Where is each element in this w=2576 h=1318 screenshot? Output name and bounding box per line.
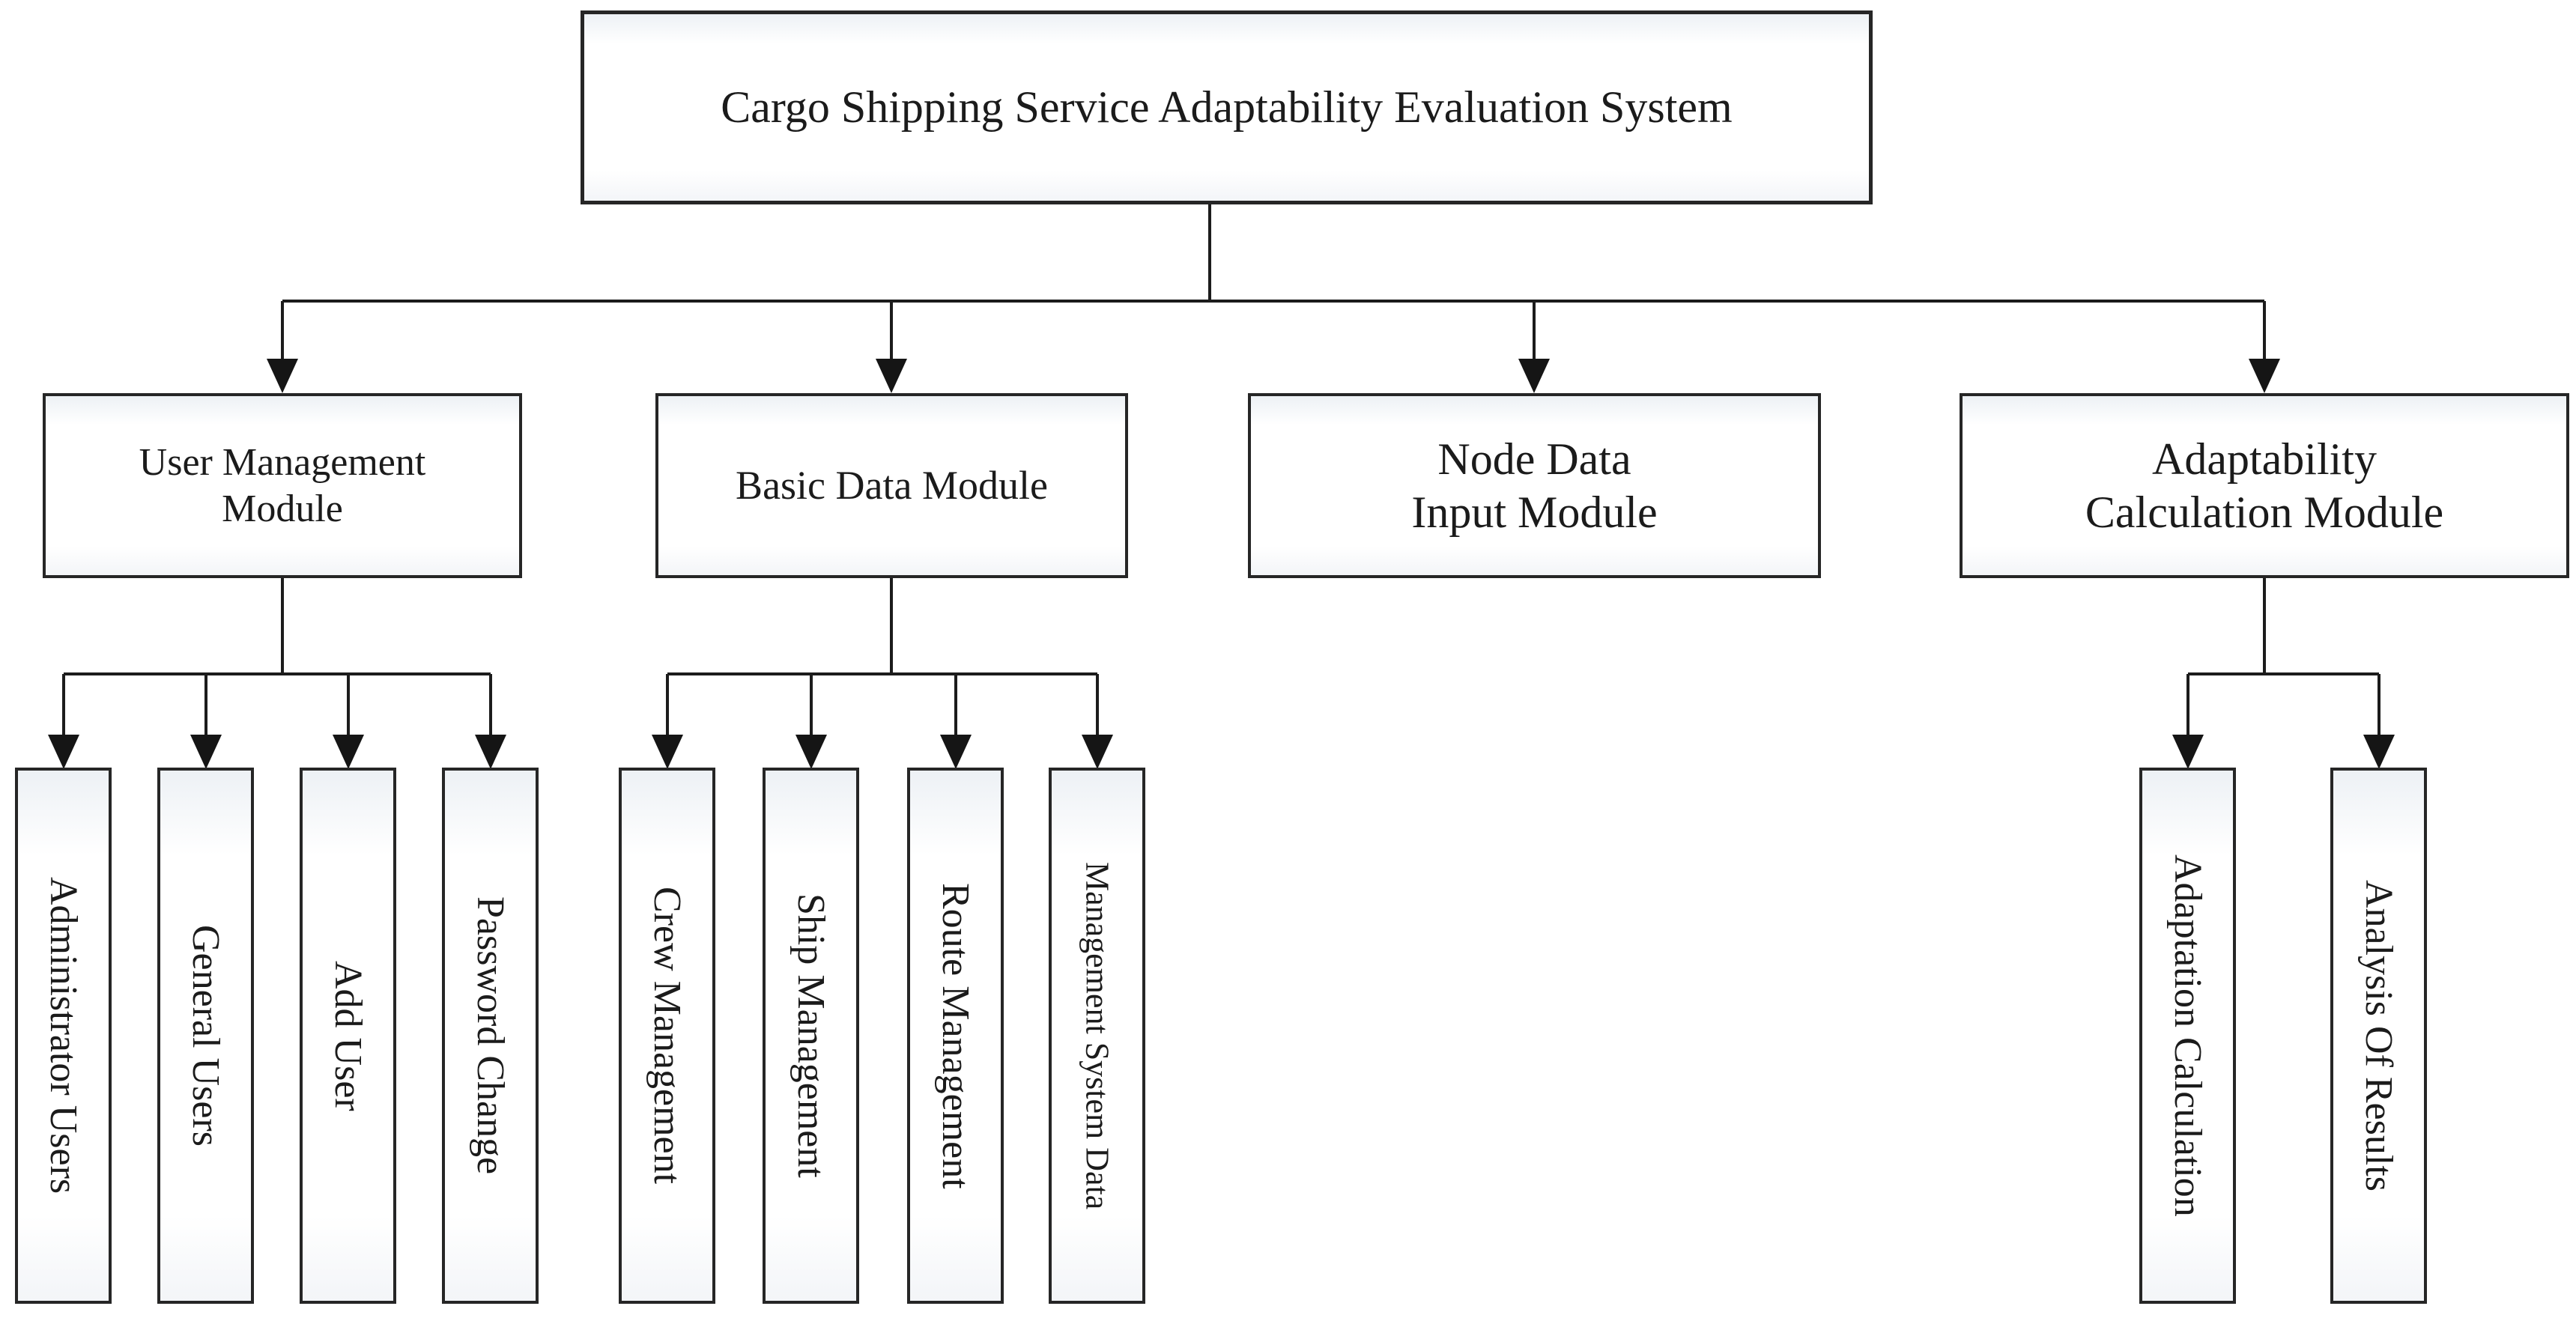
node-management-system-data: Management System Data	[1049, 768, 1145, 1304]
node-analysis-of-results: Analysis Of Results	[2330, 768, 2427, 1304]
node-add-user: Add User	[300, 768, 396, 1304]
node-label: Adaptability Calculation Module	[2085, 434, 2444, 537]
user-management-connector	[62, 578, 492, 736]
root-connector	[281, 204, 2266, 360]
node-adaptability-calculation-module: Adaptability Calculation Module	[1960, 393, 2569, 578]
node-label: Basic Data Module	[736, 462, 1048, 508]
node-route-management: Route Management	[907, 768, 1004, 1304]
basic-data-connector	[666, 578, 1099, 736]
node-root-label: Cargo Shipping Service Adaptability Eval…	[721, 82, 1733, 133]
node-root: Cargo Shipping Service Adaptability Eval…	[581, 10, 1873, 204]
arrowheads	[48, 359, 2395, 769]
adaptability-connector	[2186, 578, 2380, 736]
node-basic-data-module: Basic Data Module	[655, 393, 1128, 578]
node-label: User Management Module	[139, 441, 426, 530]
node-administrator-users: Administrator Users	[15, 768, 112, 1304]
node-ship-management: Ship Management	[763, 768, 859, 1304]
node-password-change: Password Change	[442, 768, 539, 1304]
node-user-management-module: User Management Module	[43, 393, 522, 578]
node-label: Node Data Input Module	[1411, 434, 1658, 537]
node-crew-management: Crew Management	[619, 768, 715, 1304]
node-node-data-input-module: Node Data Input Module	[1248, 393, 1821, 578]
node-general-users: General Users	[157, 768, 254, 1304]
node-adaptation-calculation: Adaptation Calculation	[2139, 768, 2236, 1304]
